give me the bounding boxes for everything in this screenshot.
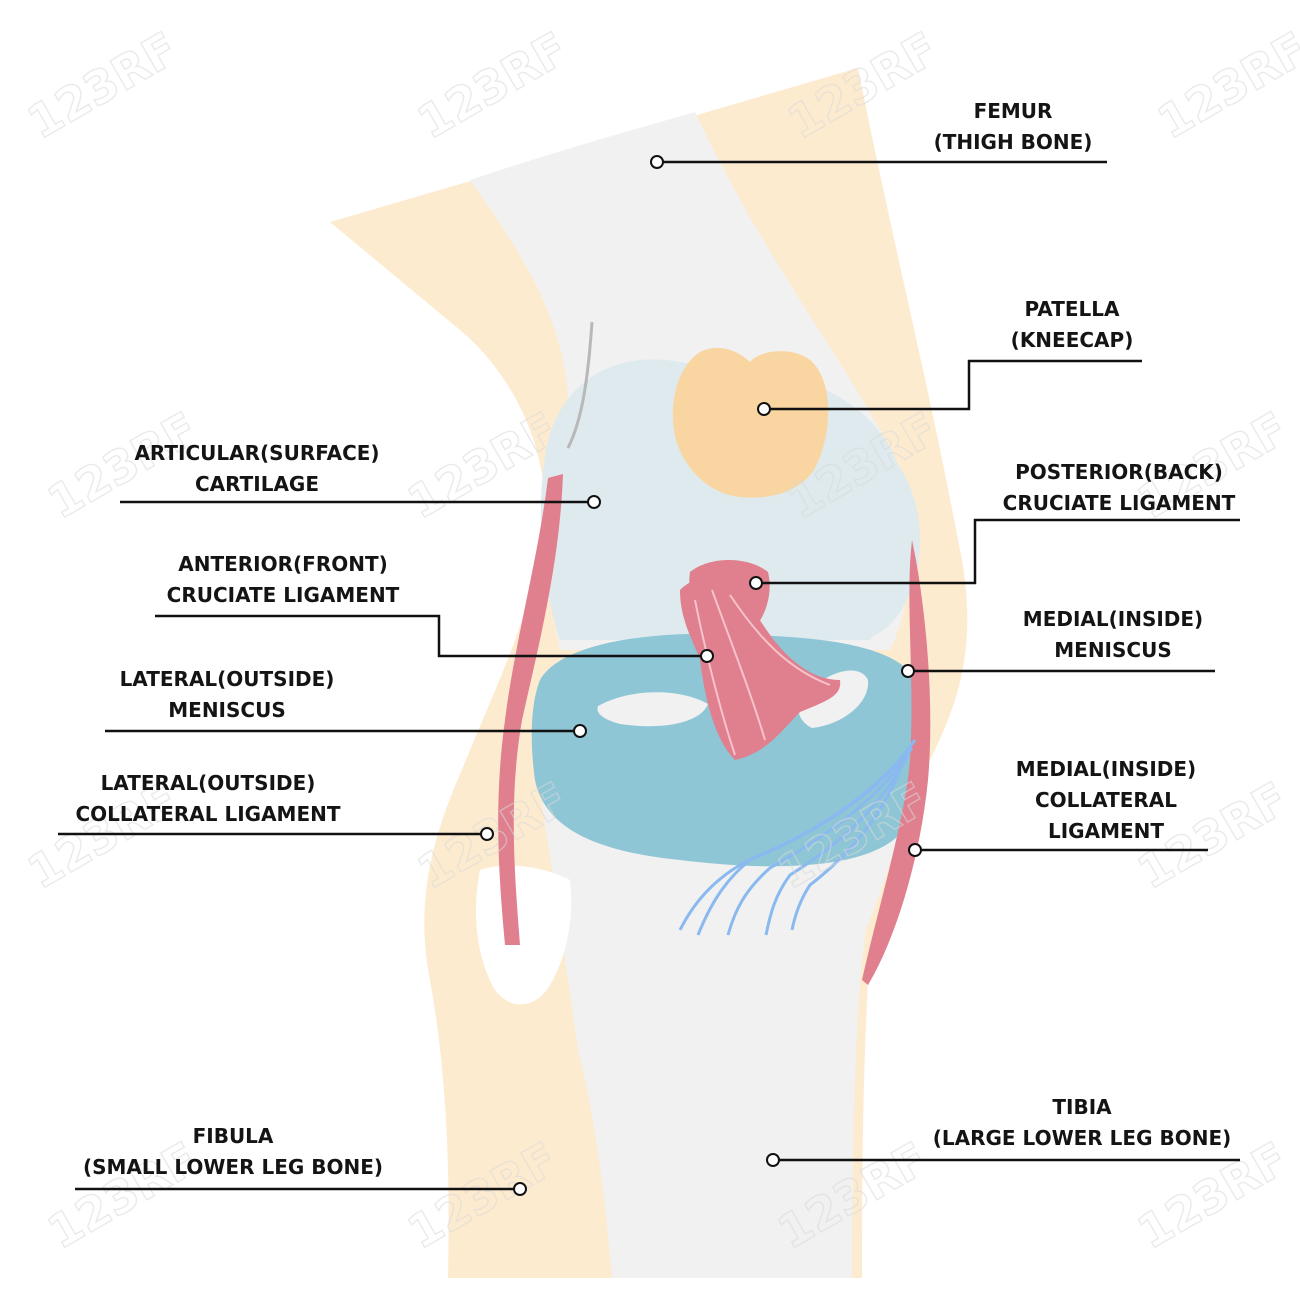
tendon-fibers	[678, 739, 917, 936]
patella-shape	[672, 347, 829, 498]
meniscus-opening-left	[597, 692, 708, 727]
leader-line-posterior-cruciate	[760, 518, 1240, 585]
anchor-dot-lateral-collateral	[480, 827, 494, 841]
label-femur-line1: FEMUR	[974, 99, 1053, 123]
label-medial-meniscus-line1: MEDIAL(INSIDE)	[1023, 607, 1203, 631]
anchor-dot-patella	[757, 402, 771, 416]
callout-tibia: TIBIA (LARGE LOWER LEG BONE)	[766, 1095, 1240, 1167]
label-patella-line2: (KNEECAP)	[1011, 328, 1134, 352]
label-tibia-line1: TIBIA	[1052, 1095, 1112, 1119]
watermark-text: 123RF	[1129, 1131, 1297, 1259]
callout-anterior-cruciate: ANTERIOR(FRONT) CRUCIATE LIGAMENT	[155, 552, 714, 663]
callouts: FEMUR (THIGH BONE) PATELLA (KNEECAP) ART…	[58, 99, 1240, 1196]
leader-line-patella	[768, 359, 1142, 411]
label-lateral-meniscus-line2: MENISCUS	[168, 698, 285, 722]
knee-illustration	[330, 68, 968, 1278]
label-femur-line2: (THIGH BONE)	[934, 130, 1093, 154]
label-medial-meniscus-line2: MENISCUS	[1054, 638, 1171, 662]
femur-contour	[566, 321, 594, 449]
watermark-text: 123RF	[39, 1131, 207, 1259]
label-anterior-cruciate-line2: CRUCIATE LIGAMENT	[167, 583, 400, 607]
anchor-dot-medial-collateral	[908, 843, 922, 857]
label-patella-line1: PATELLA	[1024, 297, 1120, 321]
callout-medial-collateral: MEDIAL(INSIDE) COLLATERAL LIGAMENT	[908, 757, 1208, 857]
label-fibula-line2: (SMALL LOWER LEG BONE)	[83, 1155, 383, 1179]
label-lateral-meniscus-line1: LATERAL(OUTSIDE)	[120, 667, 335, 691]
label-fibula-line1: FIBULA	[193, 1124, 274, 1148]
watermark-text: 123RF	[19, 21, 187, 149]
callout-lateral-meniscus: LATERAL(OUTSIDE) MENISCUS	[105, 667, 587, 738]
anchor-dot-femur	[650, 155, 664, 169]
label-medial-collateral-line3: LIGAMENT	[1048, 819, 1164, 843]
label-anterior-cruciate-line1: ANTERIOR(FRONT)	[178, 552, 388, 576]
leader-line-anterior-cruciate	[155, 614, 702, 658]
label-posterior-cruciate-line2: CRUCIATE LIGAMENT	[1003, 491, 1236, 515]
anchor-dot-medial-meniscus	[901, 664, 915, 678]
label-tibia-line2: (LARGE LOWER LEG BONE)	[933, 1126, 1232, 1150]
anchor-dot-fibula	[513, 1182, 527, 1196]
anchor-dot-anterior-cruciate	[700, 649, 714, 663]
anchor-dot-posterior-cruciate	[749, 576, 763, 590]
label-articular-cartilage-line1: ARTICULAR(SURFACE)	[134, 441, 379, 465]
watermark-text: 123RF	[39, 401, 207, 529]
lateral-collateral-ligament-shape	[498, 474, 563, 945]
anchor-dot-articular-cartilage	[587, 495, 601, 509]
callout-patella: PATELLA (KNEECAP)	[757, 297, 1142, 416]
callout-fibula: FIBULA (SMALL LOWER LEG BONE)	[75, 1124, 527, 1196]
cruciate-fibers	[694, 589, 831, 756]
watermark-text: 123RF	[409, 21, 577, 149]
label-lateral-collateral-line1: LATERAL(OUTSIDE)	[101, 771, 316, 795]
label-articular-cartilage-line2: CARTILAGE	[195, 472, 319, 496]
label-lateral-collateral-line2: COLLATERAL LIGAMENT	[75, 802, 340, 826]
watermark-text: 123RF	[1149, 21, 1300, 149]
label-posterior-cruciate-line1: POSTERIOR(BACK)	[1015, 460, 1223, 484]
callout-medial-meniscus: MEDIAL(INSIDE) MENISCUS	[901, 607, 1215, 678]
callout-femur: FEMUR (THIGH BONE)	[650, 99, 1107, 169]
anchor-dot-lateral-meniscus	[573, 724, 587, 738]
callout-posterior-cruciate: POSTERIOR(BACK) CRUCIATE LIGAMENT	[749, 460, 1240, 590]
anchor-dot-tibia	[766, 1153, 780, 1167]
anterior-cruciate-ligament-shape	[680, 577, 841, 760]
fibula-bone	[475, 865, 572, 1005]
label-medial-collateral-line2: COLLATERAL	[1035, 788, 1177, 812]
callout-articular-cartilage: ARTICULAR(SURFACE) CARTILAGE	[120, 441, 601, 509]
medial-collateral-ligament-shape	[862, 540, 931, 985]
label-medial-collateral-line1: MEDIAL(INSIDE)	[1016, 757, 1196, 781]
callout-lateral-collateral: LATERAL(OUTSIDE) COLLATERAL LIGAMENT	[58, 771, 494, 841]
